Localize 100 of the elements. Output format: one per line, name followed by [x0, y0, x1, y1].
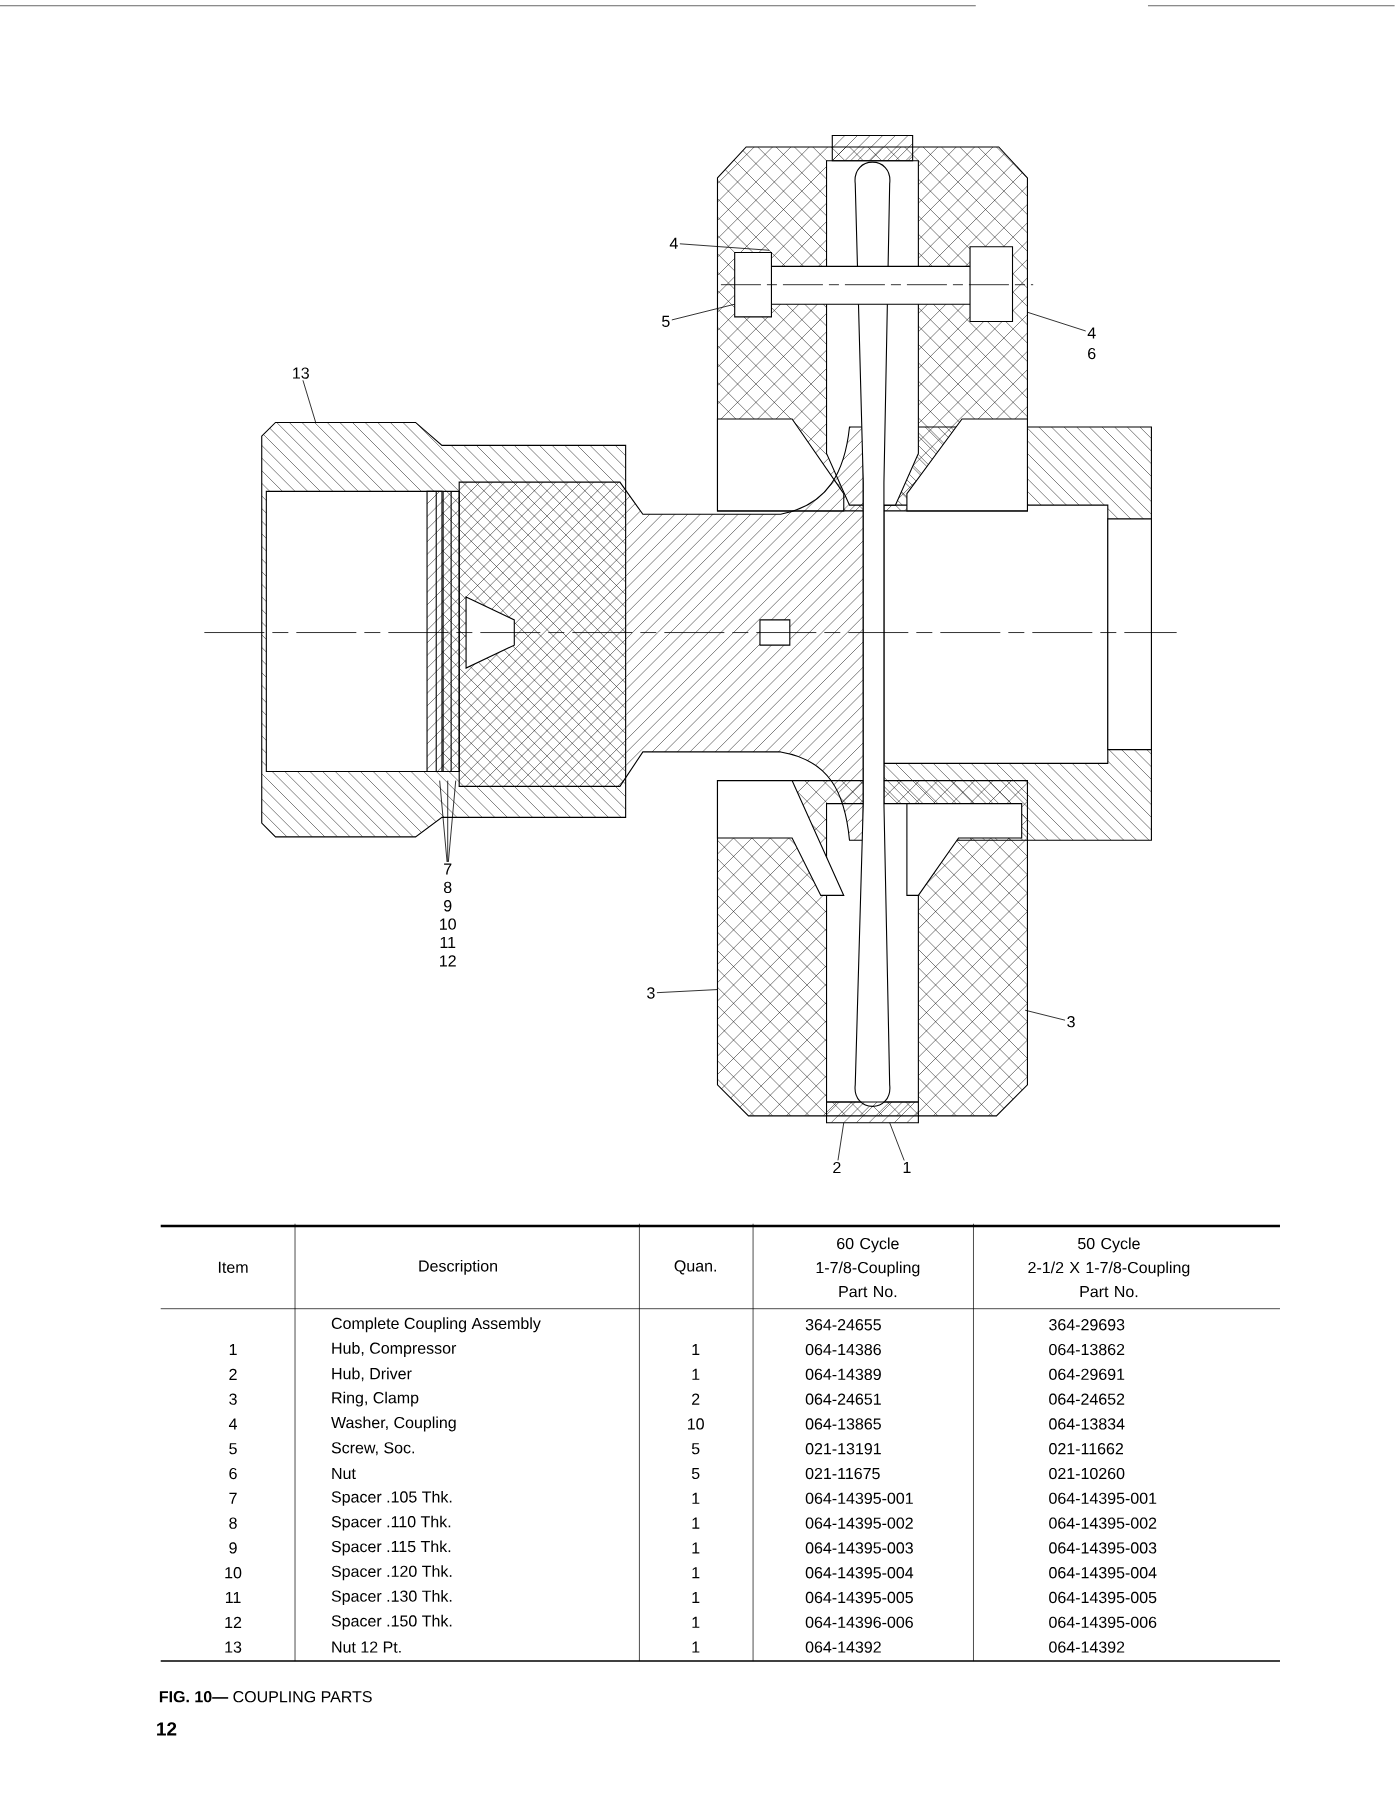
- leader-line: [302, 379, 317, 423]
- leader-line: [439, 780, 448, 863]
- table-cell: 064-14395-005: [805, 1591, 914, 1604]
- table-cell: 1: [692, 1368, 700, 1380]
- table-cell: Nut 12 Pt.: [332, 1641, 401, 1653]
- table-cell: 064-24651: [805, 1393, 881, 1405]
- table-cell: 1: [692, 1344, 700, 1356]
- table-cell: 064-14395-002: [805, 1517, 913, 1529]
- table-cell: 064-14386: [805, 1343, 881, 1356]
- table-cell: 064-14395-003: [1049, 1542, 1157, 1554]
- table-cell: 5: [691, 1443, 700, 1455]
- leader-line: [1027, 311, 1087, 332]
- callout-number: 8: [444, 881, 452, 894]
- leader-line: [448, 780, 457, 863]
- table-cell: 10: [225, 1567, 242, 1579]
- table-cell: 064-13862: [1049, 1343, 1125, 1356]
- table-cell: 2: [229, 1368, 237, 1380]
- table-cell: 9: [229, 1542, 237, 1554]
- table-cell: 12: [225, 1616, 242, 1628]
- table-cell: 064-14395-002: [1049, 1517, 1157, 1529]
- table-cell: 13: [225, 1641, 242, 1653]
- table-cell: 1: [692, 1592, 700, 1603]
- table-header: Description: [419, 1259, 498, 1275]
- table-cell: 064-24652: [1049, 1393, 1125, 1405]
- table-cell: Spacer .150 Thk.: [331, 1614, 452, 1630]
- table-cell: 064-14395-005: [1049, 1591, 1157, 1604]
- table-header: Item: [219, 1261, 248, 1273]
- table-cell: 021-13191: [805, 1443, 881, 1455]
- table-cell: Spacer .110 Thk.: [331, 1515, 451, 1531]
- table-cell: 1: [692, 1567, 700, 1579]
- table-cell: 1: [692, 1616, 700, 1628]
- table-cell: 064-14392: [1049, 1641, 1125, 1653]
- table-cell: Hub, Compressor: [332, 1342, 457, 1357]
- table-cell: 021-11662: [1049, 1443, 1124, 1455]
- table-cell: 5: [691, 1467, 700, 1480]
- callout-number: 6: [1088, 347, 1096, 360]
- table-cell: 7: [229, 1492, 237, 1504]
- table-header: Quan.: [674, 1260, 717, 1275]
- table-header: 50 Cycle 2-1/2 X 1-7/8-Coupling Part No.: [1028, 1237, 1190, 1298]
- table-cell: 064-14396-006: [805, 1616, 914, 1628]
- table-cell: Screw, Soc.: [331, 1442, 415, 1456]
- table-cell: 1: [692, 1641, 700, 1653]
- table-cell: 064-29691: [1049, 1368, 1125, 1380]
- table-cell: 8: [229, 1517, 237, 1529]
- callout-number: 2: [833, 1161, 841, 1174]
- table-cell: 064-14389: [805, 1368, 881, 1380]
- table-cell: 4: [229, 1418, 238, 1430]
- figure-caption: FIG. 10— COUPLING PARTS: [160, 1691, 372, 1703]
- table-cell: 1: [692, 1492, 700, 1504]
- callout-number: 3: [1067, 1016, 1075, 1028]
- table-cell: 11: [226, 1592, 241, 1603]
- table-cell: 064-14395-006: [1049, 1616, 1157, 1628]
- table-cell: 021-11675: [805, 1467, 880, 1480]
- table-cell: 064-14395-001: [1049, 1492, 1157, 1504]
- callout-number: 4: [669, 237, 678, 249]
- table-cell: Ring, Clamp: [332, 1391, 419, 1407]
- table-cell: 1: [692, 1517, 700, 1529]
- table-cell: 364-24655: [805, 1319, 882, 1331]
- callout-number: 11: [440, 937, 456, 948]
- leader-line: [447, 780, 449, 863]
- table-cell: 064-14395-004: [1049, 1567, 1157, 1579]
- leader-line: [1024, 1009, 1066, 1021]
- table-cell: Spacer .130 Thk.: [331, 1590, 452, 1605]
- table-cell: 1: [229, 1344, 237, 1356]
- table-cell: Spacer .120 Thk.: [331, 1565, 452, 1581]
- table-cell: Spacer .105 Thk.: [331, 1490, 452, 1506]
- callout-number: 9: [444, 900, 452, 912]
- table-cell: 364-29693: [1049, 1319, 1125, 1331]
- callout-number: 3: [647, 987, 655, 999]
- callout-number: 10: [440, 918, 457, 930]
- leader-line: [671, 303, 736, 321]
- callout-number: 7: [444, 863, 452, 875]
- table-cell: 064-13865: [805, 1418, 882, 1430]
- table-cell: 064-14392: [805, 1641, 881, 1653]
- table-cell: Hub, Driver: [332, 1367, 412, 1382]
- leader-line: [889, 1122, 905, 1161]
- table-cell: 3: [229, 1393, 237, 1405]
- table-cell: Washer, Coupling: [331, 1416, 456, 1432]
- page-number: 12: [157, 1722, 177, 1736]
- leader-line: [837, 1122, 845, 1161]
- callout-number: 1: [903, 1162, 911, 1173]
- table-cell: 064-14395-004: [805, 1567, 914, 1579]
- callout-number: 5: [662, 315, 670, 327]
- callout-number: 12: [440, 955, 456, 967]
- table-cell: Nut: [332, 1467, 356, 1480]
- leader-line: [656, 989, 718, 994]
- table-cell: 021-10260: [1049, 1467, 1125, 1480]
- callout-number: 4: [1087, 327, 1096, 339]
- leader-line: [679, 243, 770, 251]
- table-cell: 1: [692, 1542, 700, 1554]
- callout-number: 13: [293, 367, 310, 379]
- table-cell: 6: [229, 1467, 237, 1480]
- table-cell: 064-13834: [1049, 1418, 1125, 1430]
- table-cell: Spacer .115 Thk.: [331, 1540, 451, 1556]
- table-cell: 064-14395-003: [805, 1542, 914, 1554]
- table-cell: 5: [229, 1443, 237, 1455]
- table-cell: 064-14395-001: [805, 1492, 913, 1504]
- table-cell: Complete Coupling Assembly: [331, 1317, 541, 1333]
- table-cell: 10: [688, 1418, 705, 1430]
- table-header: 60 Cycle 1-7/8-Coupling Part No.: [816, 1237, 920, 1298]
